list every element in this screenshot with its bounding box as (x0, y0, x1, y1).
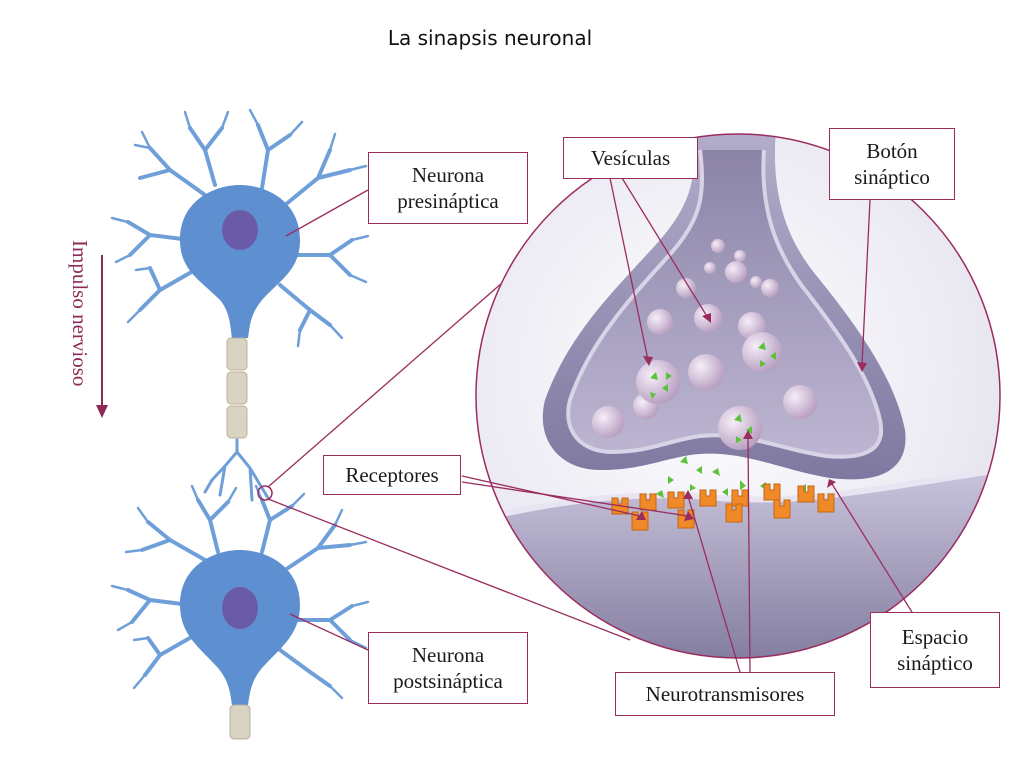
postsynaptic-dendrite-tips (110, 484, 370, 700)
leader-arrowheads (636, 313, 867, 521)
axon-terminals (203, 438, 270, 502)
postsynaptic-myelin (229, 704, 251, 740)
impulse-label: Impulso nervioso (68, 240, 92, 387)
page-title: La sinapsis neuronal (387, 26, 593, 50)
presynaptic-neuron-callout: Neurona presináptica (368, 152, 528, 224)
myelin-sheath (226, 337, 248, 439)
receptors-callout: Receptores (323, 455, 461, 495)
postsynaptic-neuron (110, 484, 370, 740)
synaptic-cleft-callout: Espacio sináptico (870, 612, 1000, 688)
postsynaptic-neuron-callout: Neurona postsináptica (368, 632, 528, 704)
presynaptic-dendrite-tips (110, 108, 370, 348)
magnify-spot (257, 485, 273, 501)
neurotransmitters-callout: Neurotransmisores (615, 672, 835, 716)
postsynaptic-dendrites (126, 498, 354, 688)
presynaptic-soma (180, 185, 300, 338)
postsynaptic-nucleus (222, 587, 258, 629)
synaptic-button-callout: Botón sináptico (829, 128, 955, 200)
vesicles-callout: Vesículas (563, 137, 698, 179)
synapse-closeup (475, 133, 1001, 659)
impulse-arrow (96, 255, 108, 418)
presynaptic-dendrites (126, 123, 354, 332)
magnify-line-bottom (267, 498, 631, 641)
synaptic-vesicles (592, 239, 817, 450)
presynaptic-neuron (110, 108, 370, 502)
leader-lines (285, 177, 921, 673)
presynaptic-nucleus (222, 210, 258, 250)
